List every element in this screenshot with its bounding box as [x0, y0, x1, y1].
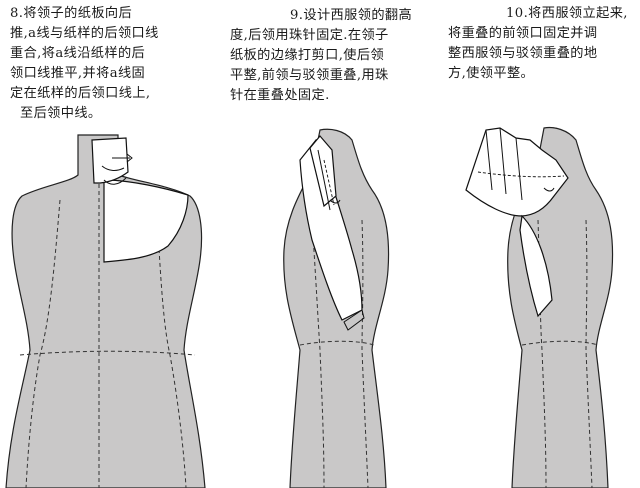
dress-form-side [507, 126, 614, 488]
collar-paper [91, 137, 129, 184]
caption-line: 纸板的边缘打剪口,使后领 [230, 48, 385, 63]
step-9-caption: 9.设计西服领的翻高 度,后领用珠针固定.在领子 纸板的边缘打剪口,使后领 平整… [230, 6, 412, 106]
caption-line: 至后领中线。 [20, 106, 102, 121]
back-pattern-paper [103, 179, 189, 263]
caption-line: 平整,前领与驳领重叠,用珠 [230, 68, 389, 83]
dress-form-collar-raised-illustration [465, 126, 614, 488]
caption-line: 10.将西服领立起来, [506, 6, 628, 21]
step-8-caption: 8.将领子的纸板向后 推,a线与纸样的后领口线 重合,将a线沿纸样的后 领口线推… [10, 4, 159, 124]
dress-form-side-illustration [283, 128, 390, 488]
lapel-paper [519, 214, 553, 318]
caption-line: 定在纸样的后领口线上, [10, 86, 151, 101]
step-10-panel: 10.将西服领立起来, 将重叠的前领口固定并调 整西服领与驳领重叠的地 方,使领… [426, 0, 640, 488]
step-9-panel: 9.设计西服领的翻高 度,后领用珠针固定.在领子 纸板的边缘打剪口,使后领 平整… [212, 0, 426, 488]
caption-line: 方,使领平整。 [448, 66, 535, 81]
step-8-panel: 8.将领子的纸板向后 推,a线与纸样的后领口线 重合,将a线沿纸样的后 领口线推… [0, 0, 212, 488]
caption-line: 重合,将a线沿纸样的后 [10, 46, 146, 61]
caption-line: 针在重叠处固定. [230, 88, 330, 103]
caption-line: 9.设计西服领的翻高 [290, 8, 413, 23]
caption-line: 8.将领子的纸板向后 [10, 6, 133, 21]
caption-line: 整西服领与驳领重叠的地 [448, 46, 598, 61]
caption-line: 将重叠的前领口固定并调 [448, 26, 598, 41]
collar-paper [309, 135, 337, 208]
dress-form-side [283, 128, 390, 488]
dress-form-back-illustration [5, 134, 206, 488]
raised-collar-paper [465, 127, 569, 217]
caption-line: 领口线推平,并将a线固 [10, 66, 146, 81]
caption-line: 度,后领用珠针固定.在领子 [230, 28, 389, 43]
caption-line: 推,a线与纸样的后领口线 [10, 26, 159, 41]
step-10-caption: 10.将西服领立起来, 将重叠的前领口固定并调 整西服领与驳领重叠的地 方,使领… [448, 4, 628, 84]
